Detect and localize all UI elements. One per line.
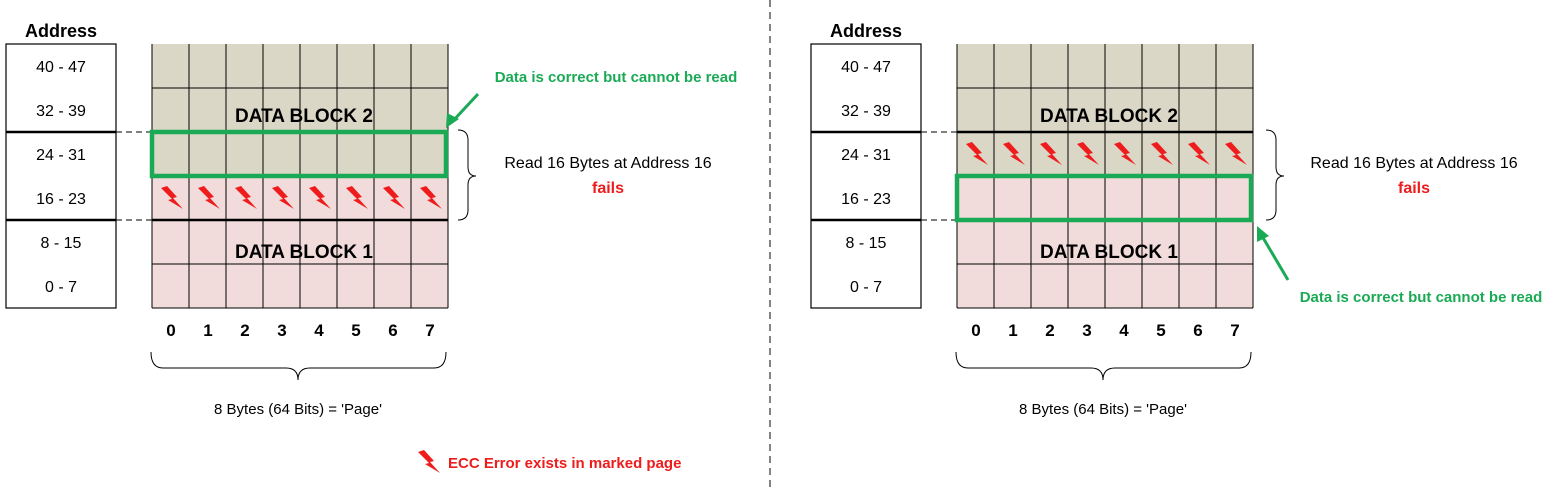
- block-label-upper: DATA BLOCK 2: [235, 106, 373, 127]
- address-row: 32 - 39: [841, 103, 891, 120]
- address-row: 32 - 39: [36, 103, 86, 120]
- byte-column-label: 1: [1008, 321, 1017, 340]
- panel-left: Address 40 - 47 32 - 39 24 - 31 16 - 23 …: [5, 21, 738, 473]
- block-label-upper: DATA BLOCK 2: [1040, 106, 1178, 127]
- address-header: Address: [25, 21, 97, 41]
- address-row: 24 - 31: [841, 147, 891, 164]
- read-label: Read 16 Bytes at Address 16: [504, 155, 711, 172]
- address-row: 16 - 23: [841, 191, 891, 208]
- correct-data-label: Data is correct but cannot be read: [1300, 289, 1543, 306]
- byte-column-label: 6: [388, 321, 397, 340]
- address-header: Address: [830, 21, 902, 41]
- byte-column-labels: 0 1 2 3 4 5 6 7: [971, 321, 1239, 340]
- fails-label: fails: [592, 180, 624, 197]
- page-caption: 8 Bytes (64 Bits) = 'Page': [1019, 401, 1187, 418]
- byte-column-label: 3: [1082, 321, 1091, 340]
- legend-label: ECC Error exists in marked page: [448, 455, 681, 472]
- address-row: 40 - 47: [841, 59, 891, 76]
- address-row: 8 - 15: [41, 235, 82, 252]
- correct-data-label: Data is correct but cannot be read: [495, 69, 738, 86]
- byte-column-label: 7: [1230, 321, 1239, 340]
- address-table: 40 - 47 32 - 39 24 - 31 16 - 23 8 - 15 0…: [5, 43, 117, 309]
- byte-column-labels: 0 1 2 3 4 5 6 7: [166, 321, 434, 340]
- byte-column-label: 4: [314, 321, 324, 340]
- readable-row-highlight: [149, 129, 449, 179]
- address-row: 40 - 47: [36, 59, 86, 76]
- byte-column-label: 3: [277, 321, 286, 340]
- fails-label: fails: [1398, 180, 1430, 197]
- address-row: 0 - 7: [45, 279, 77, 296]
- byte-column-label: 0: [971, 321, 980, 340]
- memory-grid: DATA BLOCK 2 DATA BLOCK 1: [956, 44, 1254, 309]
- byte-column-label: 5: [1156, 321, 1165, 340]
- lightning-bolt-icon: [418, 450, 440, 473]
- byte-column-label: 0: [166, 321, 175, 340]
- panel-right: Address 40 - 47 32 - 39 24 - 31 16 - 23 …: [810, 21, 1543, 418]
- byte-column-label: 1: [203, 321, 212, 340]
- address-row: 8 - 15: [846, 235, 887, 252]
- byte-column-label: 4: [1119, 321, 1129, 340]
- address-table: 40 - 47 32 - 39 24 - 31 16 - 23 8 - 15 0…: [810, 43, 922, 309]
- readable-row-highlight: [954, 173, 1254, 223]
- callout-arrow: [1260, 235, 1290, 281]
- page-brace: [955, 351, 1252, 381]
- arrow-head-icon: [1257, 226, 1269, 242]
- byte-column-label: 2: [240, 321, 249, 340]
- address-row: 0 - 7: [850, 279, 882, 296]
- block-label-lower: DATA BLOCK 1: [235, 242, 373, 263]
- read-brace: [1265, 129, 1285, 221]
- arrow-head-icon: [446, 113, 459, 128]
- byte-column-label: 5: [351, 321, 360, 340]
- read-label: Read 16 Bytes at Address 16: [1310, 155, 1517, 172]
- block-label-lower: DATA BLOCK 1: [1040, 242, 1178, 263]
- byte-column-label: 6: [1193, 321, 1202, 340]
- byte-column-label: 2: [1045, 321, 1054, 340]
- legend: ECC Error exists in marked page: [418, 450, 681, 473]
- address-row: 24 - 31: [36, 147, 86, 164]
- byte-column-label: 7: [425, 321, 434, 340]
- address-row: 16 - 23: [36, 191, 86, 208]
- page-caption: 8 Bytes (64 Bits) = 'Page': [214, 401, 382, 418]
- read-brace: [457, 129, 477, 221]
- page-brace: [150, 351, 447, 381]
- callout-arrow: [450, 92, 480, 124]
